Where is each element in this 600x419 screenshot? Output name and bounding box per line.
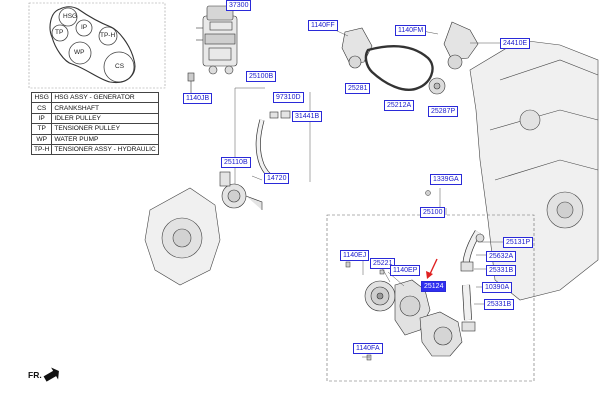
transmission-housing-drawing: [144, 187, 221, 286]
callout-25212a[interactable]: 25212A: [384, 100, 415, 111]
legend-desc: CRANKSHAFT: [51, 102, 159, 114]
callout-25221[interactable]: 25221: [370, 258, 396, 269]
legend-code: TP-H: [30, 143, 53, 156]
callout-97310d[interactable]: 97310D: [273, 92, 304, 103]
legend-desc: HSG ASSY - GENERATOR: [51, 91, 159, 104]
legend-code: TP: [30, 123, 53, 135]
belt-25212a-drawing: [364, 45, 434, 91]
hydraulic-tensioner: [98, 26, 118, 46]
callout-31441b[interactable]: 31441B: [292, 111, 323, 122]
bolt-1140jb-drawing: [187, 72, 195, 94]
legend-code: HSG: [30, 91, 53, 104]
red-pointer-arrow: [426, 258, 438, 279]
engine-block-drawing: [469, 39, 599, 301]
callout-14720[interactable]: 14720: [264, 173, 290, 184]
callout-1140ep[interactable]: 1140EP: [390, 265, 421, 276]
belt-routing-frame: [28, 2, 166, 89]
tensioner-bracket-drawing: [341, 27, 373, 69]
callout-25131p[interactable]: 25131P: [503, 237, 534, 248]
callout-25632a[interactable]: 25632A: [486, 251, 517, 262]
thermostat-housing-drawing: [219, 171, 263, 210]
callout-25331b-lower[interactable]: 25331B: [484, 299, 515, 310]
callout-1140ej[interactable]: 1140EJ: [340, 250, 370, 261]
callout-25331b-upper[interactable]: 25331B: [486, 265, 517, 276]
callout-37300[interactable]: 37300: [226, 0, 252, 11]
belt-routing-diagram: [51, 7, 135, 83]
drive-belt: [49, 6, 136, 84]
legend-desc: TENSIONER PULLEY: [51, 123, 159, 135]
idler-pulley: [75, 19, 93, 37]
tensioner-24410e-drawing: [443, 21, 479, 70]
water-pump-detail-frame: [326, 214, 535, 382]
callout-25281[interactable]: 25281: [345, 83, 371, 94]
small-bolts-drawing: [345, 190, 431, 361]
legend-desc: WATER PUMP: [51, 133, 159, 145]
belt-label-hsg: HSG: [63, 13, 78, 20]
belt-label-cs: CS: [115, 63, 125, 70]
legend-desc: IDLER PULLEY: [51, 112, 159, 125]
belt-label-tp-h: TP-H: [100, 32, 116, 39]
callout-1140fa[interactable]: 1140FA: [353, 343, 383, 354]
water-pump-assy-drawing: [364, 279, 463, 357]
belt-label-wp: WP: [74, 49, 85, 56]
legend-code: CS: [30, 102, 53, 114]
water-pump-pulley: [68, 41, 92, 65]
callout-25110b[interactable]: 25110B: [221, 157, 251, 168]
legend-desc: TENSIONER ASSY - HYDRAULIC: [51, 143, 159, 156]
callout-1140ff[interactable]: 1140FF: [308, 20, 338, 31]
callout-25287p[interactable]: 25287P: [428, 106, 459, 117]
idler-pulley-25287p-drawing: [428, 77, 446, 95]
belt-label-ip: IP: [81, 24, 88, 31]
tensioner-pulley: [51, 24, 69, 42]
callout-25100[interactable]: 25100: [420, 207, 446, 218]
front-orientation-label: FR.: [28, 370, 42, 380]
callout-1339ga[interactable]: 1339GA: [430, 174, 462, 185]
callout-25124-highlighted[interactable]: 25124: [421, 281, 447, 292]
callout-25100b[interactable]: 25100B: [246, 71, 277, 82]
front-direction-arrow: [43, 367, 59, 382]
hsg-generator-drawing: [196, 5, 238, 75]
callout-1140fm[interactable]: 1140FM: [395, 25, 427, 36]
legend-code: WP: [30, 133, 53, 145]
callout-24410e[interactable]: 24410E: [500, 38, 531, 49]
legend-code: IP: [30, 112, 53, 125]
belt-label-tp: TP: [55, 29, 64, 36]
hsg-pulley: [58, 7, 78, 27]
coolant-hose-drawing: [255, 110, 291, 183]
callout-10390a[interactable]: 10390A: [482, 282, 513, 293]
callout-1140jb[interactable]: 1140JB: [183, 93, 213, 104]
coolant-pipes-drawing: [460, 230, 485, 332]
